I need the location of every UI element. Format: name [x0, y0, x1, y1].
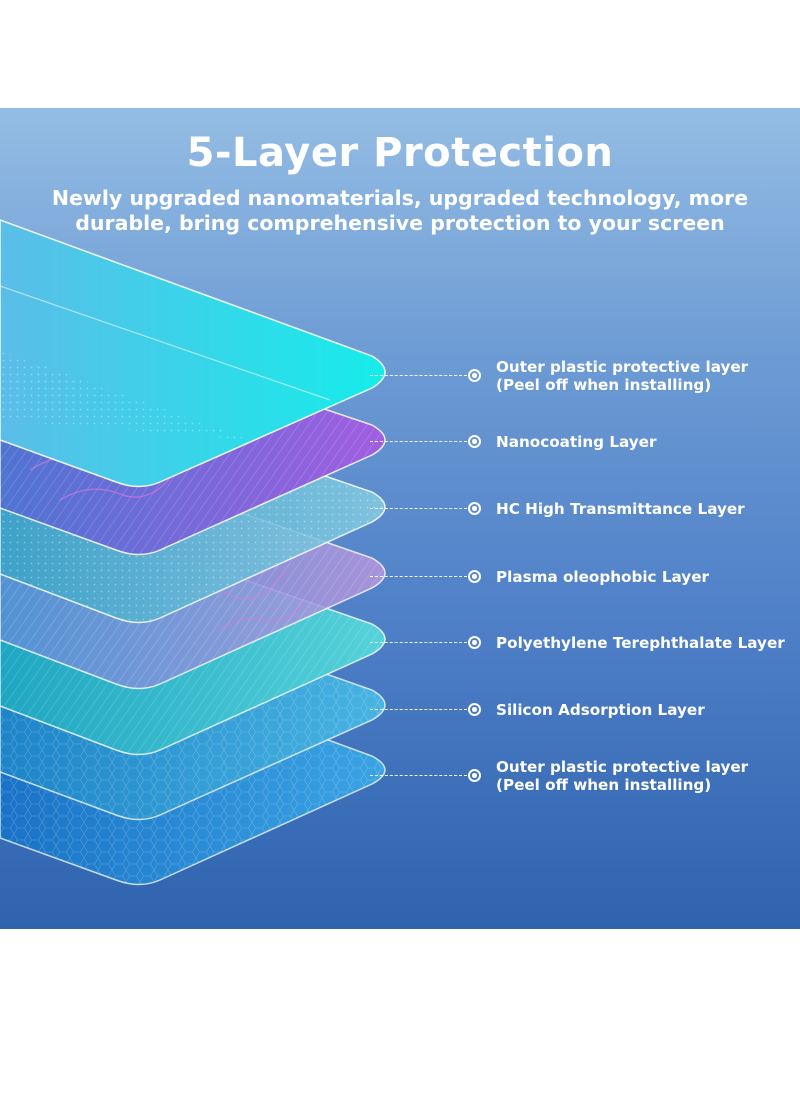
- callout-leader-line: [370, 642, 467, 643]
- bullseye-dot-icon: [468, 570, 481, 583]
- bullseye-dot-icon: [468, 636, 481, 649]
- callout-leader-line: [370, 775, 467, 776]
- callout-label: Outer plastic protective layer (Peel off…: [496, 758, 749, 794]
- bullseye-dot-icon: [468, 703, 481, 716]
- bullseye-dot-icon: [468, 502, 481, 515]
- callout-leader-line: [370, 375, 467, 376]
- callout-label: Nanocoating Layer: [496, 433, 657, 451]
- callout-label: Outer plastic protective layer (Peel off…: [496, 358, 749, 394]
- page-title: 5-Layer Protection: [186, 130, 614, 176]
- bullseye-dot-icon: [468, 369, 481, 382]
- callout-nanocoating-layer: Nanocoating Layer: [370, 420, 800, 464]
- callout-hc-high-transmittance-layer: HC High Transmittance Layer: [370, 487, 800, 531]
- bullseye-dot-icon: [468, 769, 481, 782]
- callout-leader-line: [370, 709, 467, 710]
- callout-leader-line: [370, 441, 467, 442]
- layer-stack-illustration: [0, 219, 386, 886]
- callout-plasma-oleophobic-layer: Plasma oleophobic Layer: [370, 555, 800, 599]
- page-subtitle: Newly upgraded nanomaterials, upgraded t…: [51, 186, 749, 235]
- callout-silicon-adsorption-layer: Silicon Adsorption Layer: [370, 688, 800, 732]
- callout-label: Plasma oleophobic Layer: [496, 568, 709, 586]
- callout-outer-protective-layer-top: Outer plastic protective layer (Peel off…: [370, 354, 800, 398]
- callout-label: Polyethylene Terephthalate Layer: [496, 634, 785, 652]
- layer-sheet-1: [0, 219, 386, 488]
- callout-label: Silicon Adsorption Layer: [496, 701, 705, 719]
- callout-leader-line: [370, 508, 467, 509]
- callout-pet-layer: Polyethylene Terephthalate Layer: [370, 621, 800, 665]
- callout-leader-line: [370, 576, 467, 577]
- product-banner: 5-Layer Protection Newly upgraded nanoma…: [0, 108, 800, 929]
- callout-outer-protective-layer-bottom: Outer plastic protective layer (Peel off…: [370, 754, 800, 798]
- callout-label: HC High Transmittance Layer: [496, 500, 745, 518]
- bullseye-dot-icon: [468, 435, 481, 448]
